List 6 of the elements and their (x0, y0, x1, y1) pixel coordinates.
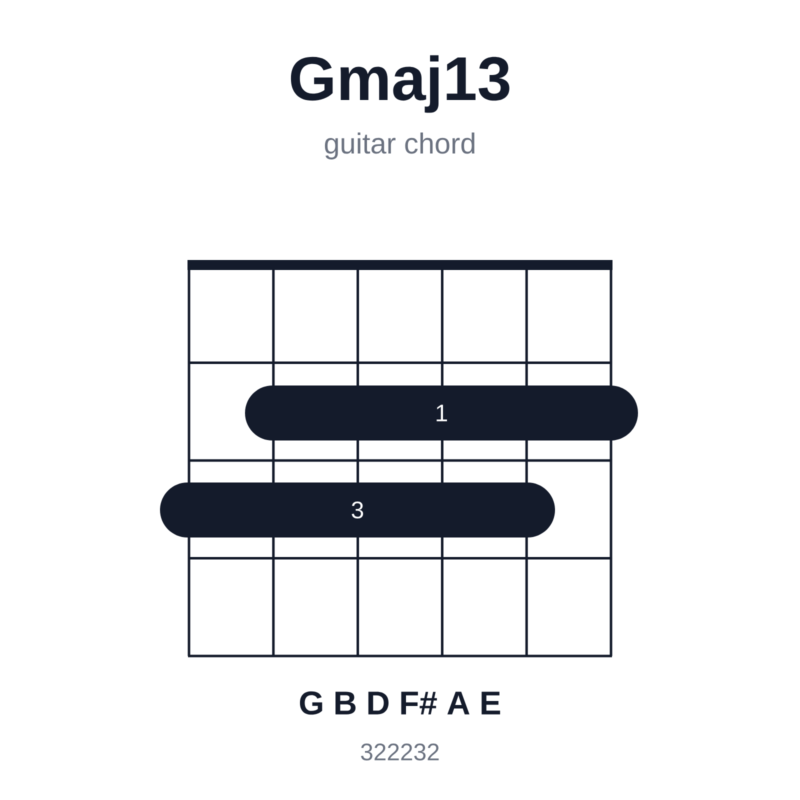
barre-bar: 1 (245, 386, 638, 440)
barre-bar: 3 (160, 482, 555, 538)
fret-numbers: 322232 (361, 744, 439, 760)
chord-title: Gmaj13 (290, 55, 510, 113)
subtitle: guitar chord (324, 132, 474, 160)
string-notes: G B D F# A E (300, 691, 500, 715)
